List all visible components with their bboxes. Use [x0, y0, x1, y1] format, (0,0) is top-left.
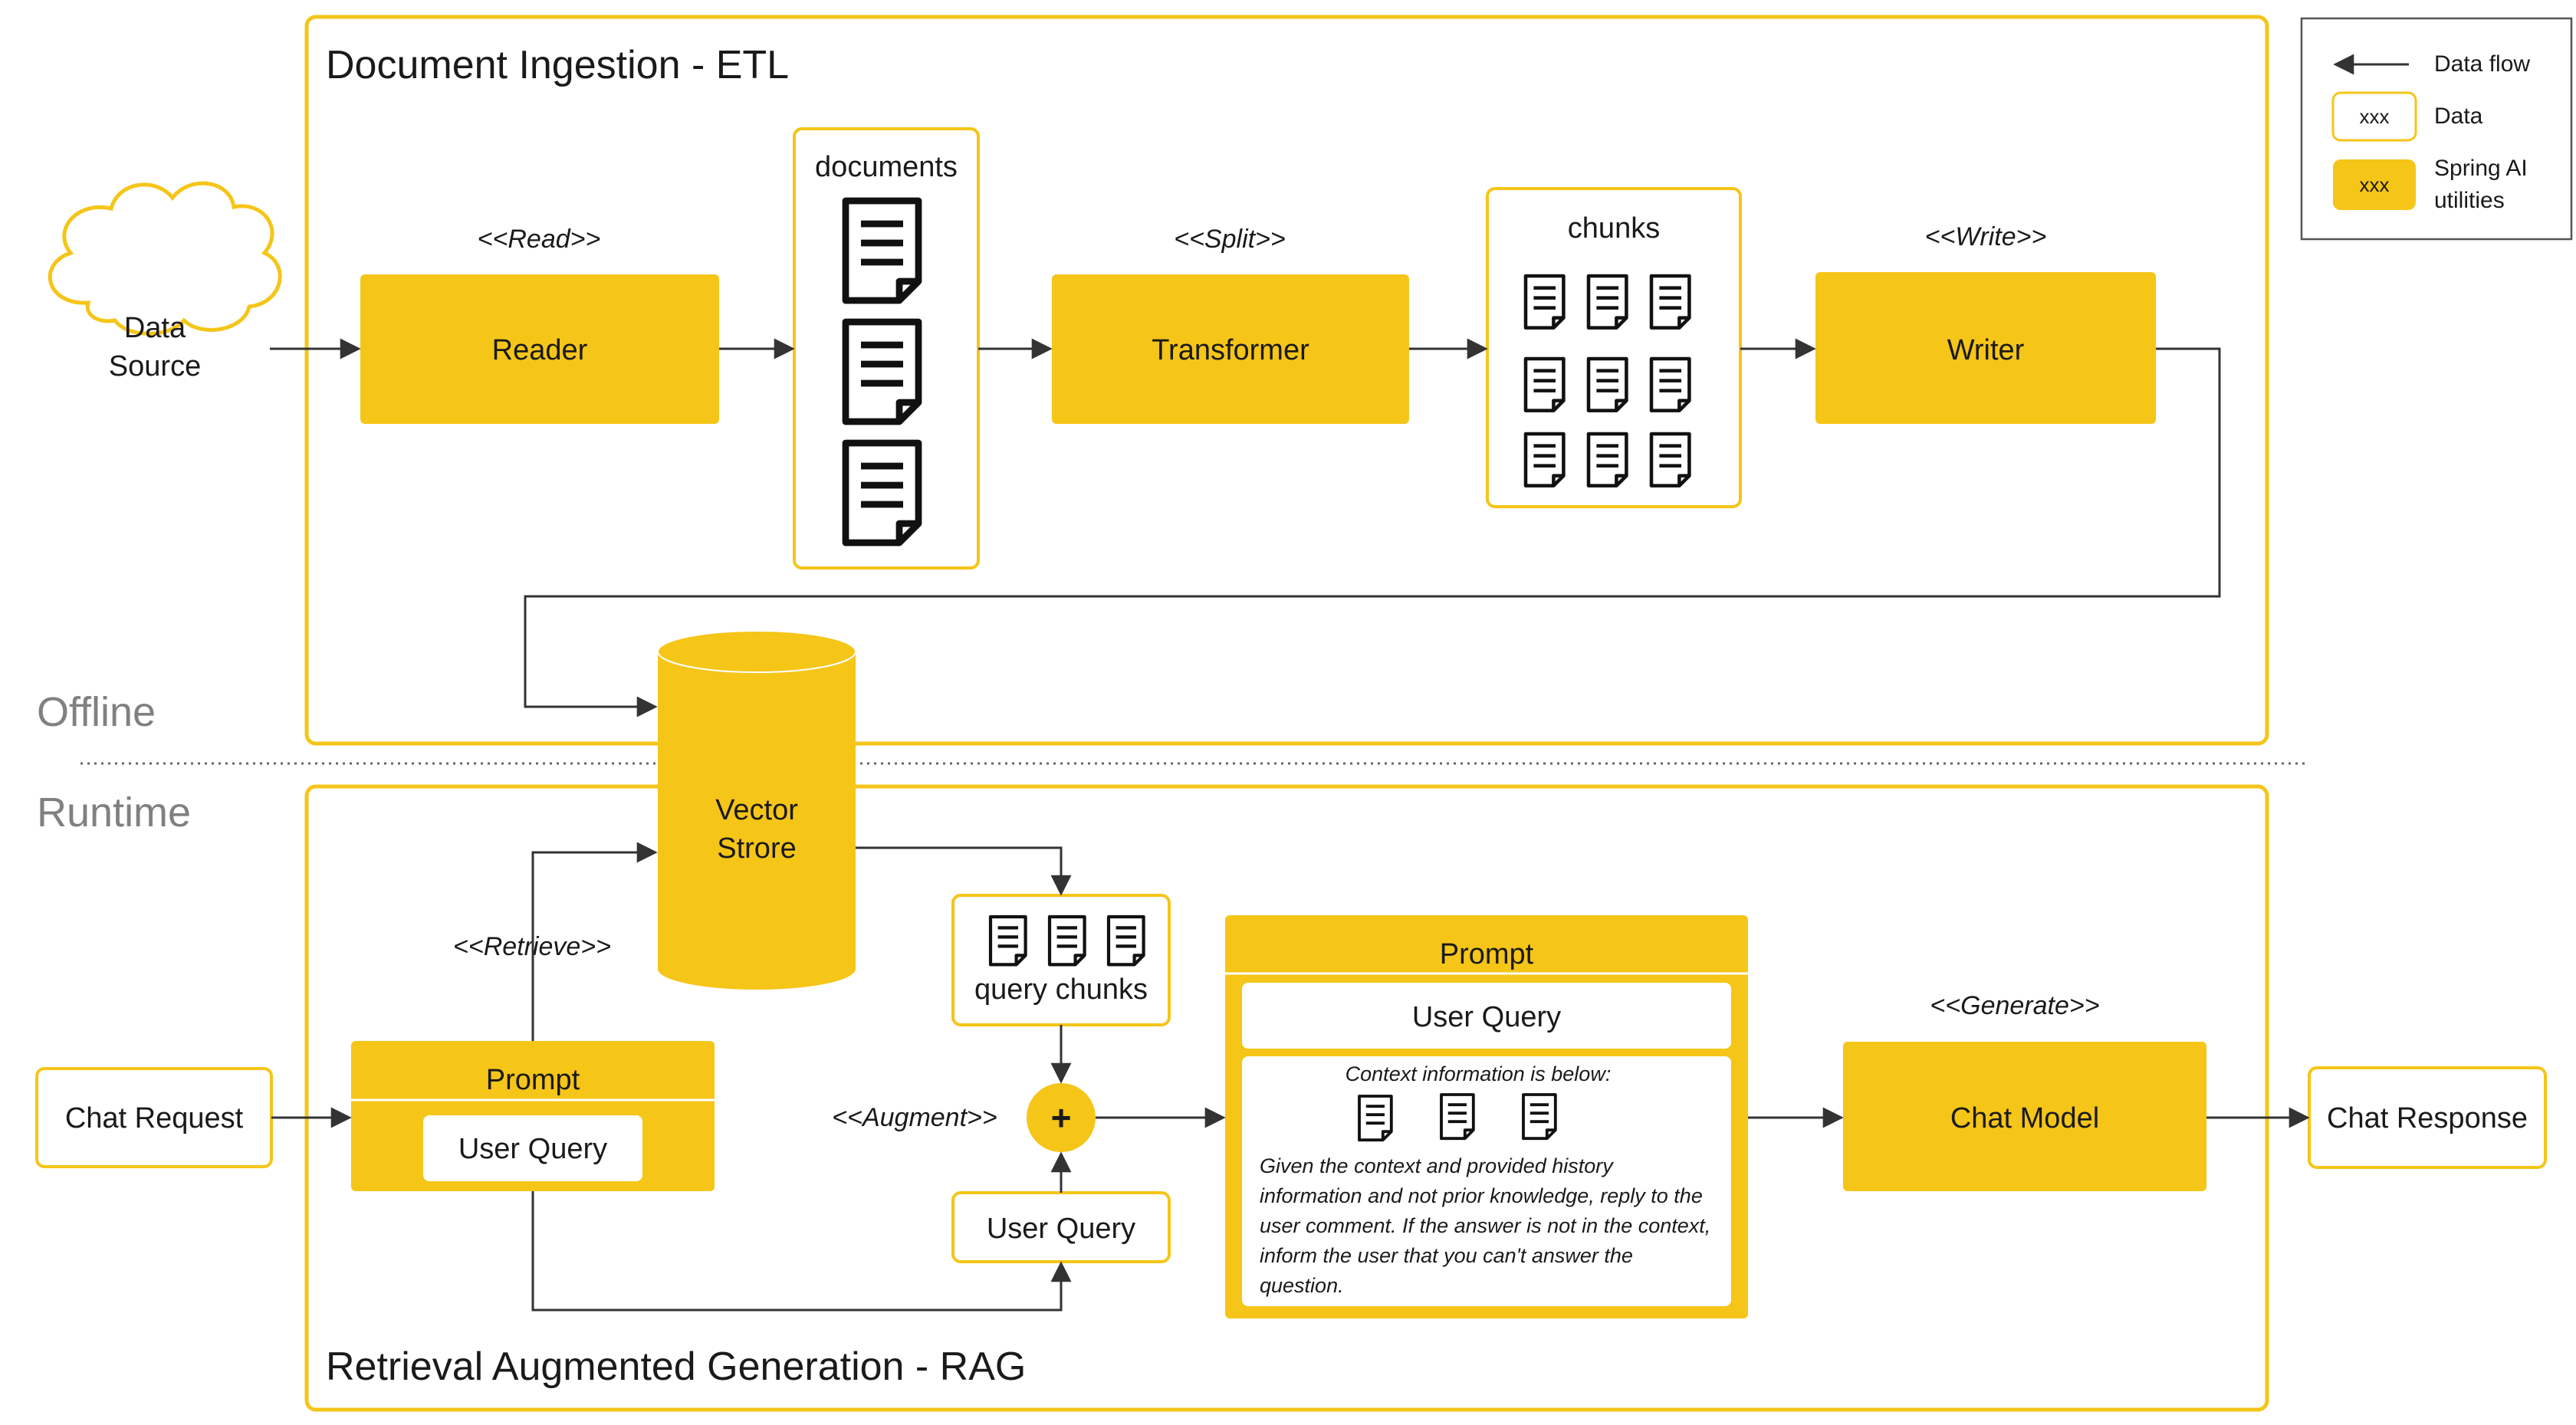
chat-model-label: Chat Model	[1950, 1102, 2099, 1134]
legend-utility-label-1: Spring AI	[2434, 156, 2528, 181]
legend-utility-label-2: utilities	[2434, 188, 2505, 213]
rag-flow-arrows	[271, 842, 2310, 1312]
augment-stereotype: <<Augment>>	[832, 1103, 997, 1132]
transformer-label: Transformer	[1152, 334, 1309, 366]
data-source-label-2: Source	[109, 350, 201, 383]
read-stereotype: <<Read>>	[478, 225, 601, 254]
write-stereotype: <<Write>>	[1925, 222, 2047, 251]
reader-box	[360, 274, 719, 424]
user-query-label: User Query	[987, 1213, 1135, 1245]
instruction-line: information and not prior knowledge, rep…	[1260, 1184, 1703, 1207]
vector-store-label-1: Vector	[715, 794, 798, 826]
vector-store-label-2: Strore	[717, 832, 796, 865]
rag-title: Retrieval Augmented Generation - RAG	[326, 1345, 1026, 1389]
instruction-line: question.	[1260, 1274, 1344, 1297]
transformer-box	[1052, 274, 1409, 424]
context-heading: Context information is below:	[1346, 1062, 1612, 1085]
augment-plus-sign: +	[1051, 1098, 1072, 1138]
legend-utility-swatch	[2333, 159, 2416, 210]
chat-response-label: Chat Response	[2327, 1102, 2528, 1134]
legend: Data flow xxx Data xxx Spring AI utiliti…	[2300, 17, 2573, 241]
prompt-left-title: Prompt	[486, 1064, 580, 1096]
augment-plus-circle	[1027, 1083, 1096, 1152]
legend-data-swatch	[2331, 91, 2417, 142]
instruction-line: user comment. If the answer is not in th…	[1260, 1214, 1710, 1237]
generate-stereotype: <<Generate>>	[1930, 991, 2099, 1020]
split-stereotype: <<Split>>	[1174, 225, 1286, 254]
data-source-label-1: Data	[124, 312, 186, 344]
instruction-line: inform the user that you can't answer th…	[1260, 1244, 1633, 1267]
etl-title: Document Ingestion - ETL	[326, 43, 789, 87]
legend-data-label: Data	[2434, 103, 2483, 129]
chat-request-label: Chat Request	[65, 1102, 244, 1134]
legend-data-flow-label: Data flow	[2434, 51, 2530, 77]
writer-label: Writer	[1947, 334, 2025, 366]
reader-label: Reader	[492, 334, 588, 366]
instruction-line: Given the context and provided history	[1260, 1154, 1614, 1177]
runtime-label: Runtime	[37, 790, 191, 836]
chat-model-box	[1843, 1042, 2206, 1191]
legend-utility-sample: xxx	[2360, 173, 2390, 196]
writer-box	[1815, 272, 2156, 424]
documents-label: documents	[815, 151, 958, 183]
prompt-main-query-box	[1242, 983, 1731, 1049]
etl-frame	[304, 15, 2269, 746]
query-chunks-label: query chunks	[974, 974, 1148, 1006]
data-source-cloud: Data Source	[48, 181, 282, 383]
offline-label: Offline	[37, 689, 156, 735]
vector-store: Vector Strore	[657, 630, 856, 990]
prompt-left-query-box	[423, 1115, 642, 1181]
chunks-label: chunks	[1568, 212, 1660, 245]
prompt-main-title: Prompt	[1440, 938, 1534, 970]
prompt-left-query: User Query	[458, 1133, 607, 1165]
etl-flow-arrows	[270, 338, 2221, 717]
rag-frame	[304, 784, 2269, 1412]
legend-data-sample: xxx	[2360, 105, 2390, 128]
context-panel	[1242, 1056, 1731, 1306]
prompt-main-query: User Query	[1412, 1001, 1561, 1033]
